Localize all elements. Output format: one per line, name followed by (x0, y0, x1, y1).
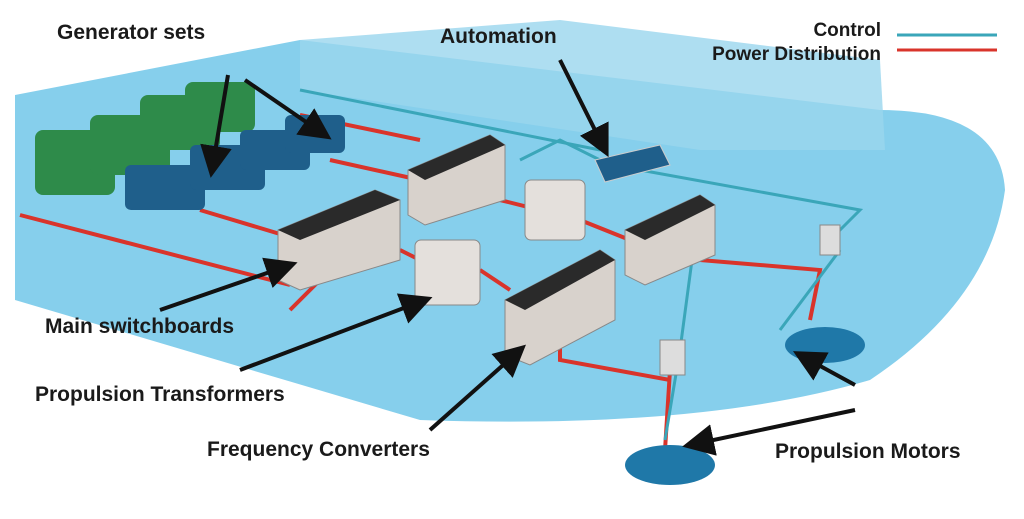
propulsion-motor (785, 327, 865, 363)
frequency-converters (504, 194, 716, 366)
control-box (819, 224, 841, 256)
label-frequency-converters: Frequency Converters (207, 438, 430, 461)
superstructure (300, 20, 885, 150)
generator-blue (125, 165, 205, 210)
propulsion-motor (625, 445, 715, 485)
callout-arrows (159, 59, 856, 456)
legend-power-label: Power Distribution (712, 44, 881, 65)
generator-green (185, 82, 255, 132)
main-switchboards (277, 134, 506, 291)
propulsion-transformer (524, 179, 586, 241)
label-propulsion-transformers: Propulsion Transformers (35, 383, 285, 406)
label-generator-sets: Generator sets (57, 21, 206, 44)
label-main-switchboards: Main switchboards (45, 315, 235, 338)
generator-blue (285, 115, 345, 153)
legend-control-label: Control (813, 20, 881, 41)
label-automation: Automation (440, 25, 557, 48)
automation-console (594, 144, 671, 183)
label-propulsion-motors: Propulsion Motors (775, 440, 961, 463)
propulsion-transformer (414, 239, 481, 306)
control-box (659, 339, 686, 376)
